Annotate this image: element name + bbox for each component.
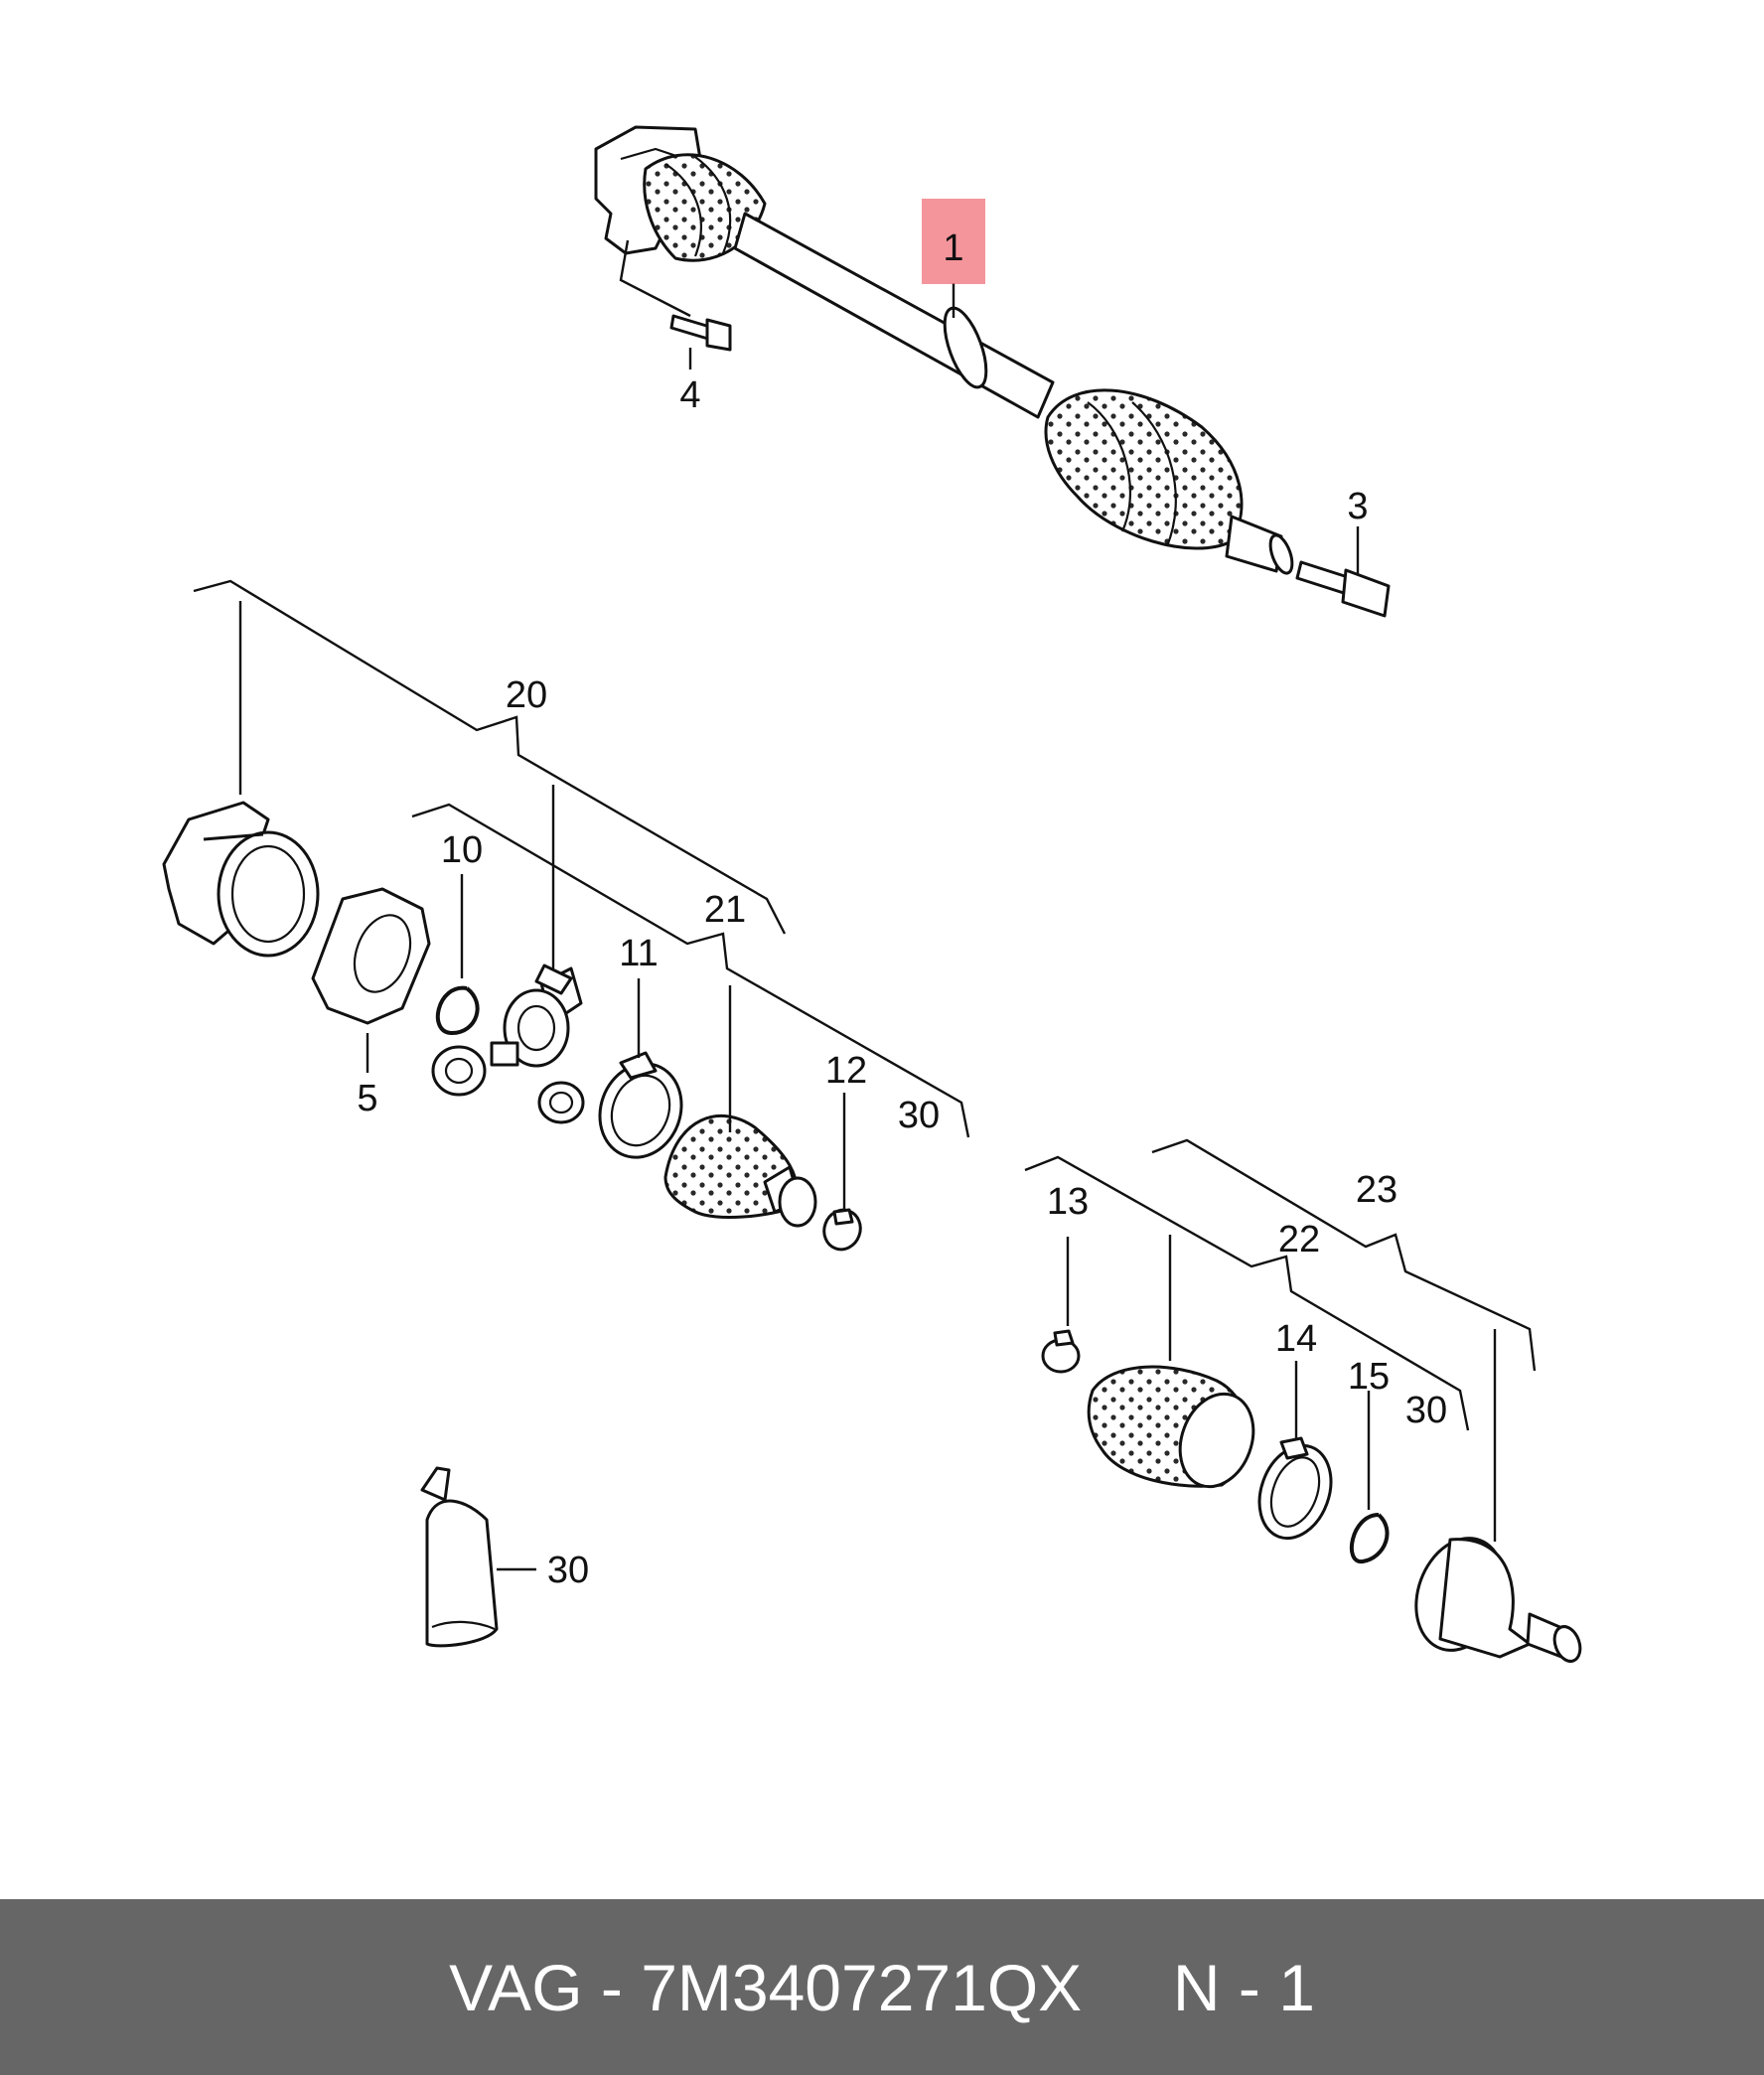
drive-shaft-assembly[interactable] [594,125,1296,576]
inner-boot[interactable] [663,1113,817,1228]
callout-12[interactable]: 12 [825,1050,867,1092]
bolt-4[interactable] [669,314,732,352]
footer-brand: VAG [449,1950,583,2024]
callout-15[interactable]: 15 [1348,1356,1390,1398]
callout-10[interactable]: 10 [441,829,483,871]
footer-page-ref: N - 1 [1172,1950,1315,2024]
part-number-footer: VAG - 7M3407271QX N - 1 [0,1899,1764,2075]
clamp-14[interactable] [1248,1435,1344,1548]
outer-boot[interactable] [1087,1365,1265,1497]
footer-gap [1082,1950,1173,2025]
callout-30-outer[interactable]: 30 [1405,1390,1447,1431]
callout-30-inner[interactable]: 30 [898,1095,940,1136]
callout-14[interactable]: 14 [1275,1318,1317,1360]
footer-part-number: 7M3407271QX [641,1950,1083,2024]
callout-30-grease[interactable]: 30 [547,1550,589,1591]
clamp-11[interactable] [587,1051,694,1169]
callout-labels: 1 3 4 5 10 11 12 13 14 15 20 21 22 23 30… [357,227,1447,1591]
part-5-housing[interactable] [311,887,431,1025]
callout-23[interactable]: 23 [1356,1169,1397,1211]
bolt-3[interactable] [1295,560,1391,618]
footer-separator: - [582,1950,642,2024]
joint-housing[interactable] [162,801,320,958]
callout-22[interactable]: 22 [1278,1219,1320,1260]
callout-3[interactable]: 3 [1347,486,1368,527]
callout-13[interactable]: 13 [1047,1181,1089,1223]
circlip-10[interactable] [435,985,480,1036]
clamp-12[interactable] [818,1205,866,1255]
grease-tube[interactable] [420,1466,499,1648]
callout-5[interactable]: 5 [357,1078,377,1119]
callout-11[interactable]: 11 [619,933,658,974]
outer-cv-joint[interactable] [1401,1526,1585,1665]
callout-highlight [922,199,985,284]
callout-20[interactable]: 20 [506,674,547,716]
circlip-15[interactable] [1349,1513,1390,1563]
clamp-13[interactable] [1041,1329,1081,1374]
exploded-parts-diagram: 1 3 4 5 10 11 12 13 14 15 20 21 22 23 30… [162,125,1585,1665]
callout-21[interactable]: 21 [704,889,746,931]
tripod-spider[interactable] [431,963,585,1124]
callout-1[interactable]: 1 [943,227,963,269]
callout-4[interactable]: 4 [679,374,700,416]
